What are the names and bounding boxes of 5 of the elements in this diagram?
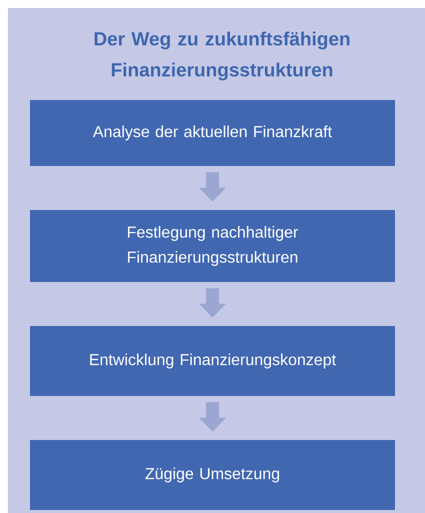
process-box: Analyse der aktuellen Finanzkraft xyxy=(30,100,395,166)
title: Der Weg zu zukunftsfähigen Finanzierungsstrukturen xyxy=(94,32,350,80)
process-box: Entwicklung Finanzierungskonzept xyxy=(30,326,395,396)
process-box: Zügige Umsetzung xyxy=(30,440,395,510)
process-box: Festlegung nachhaltiger Finanzierungsstrukturen xyxy=(30,210,395,282)
